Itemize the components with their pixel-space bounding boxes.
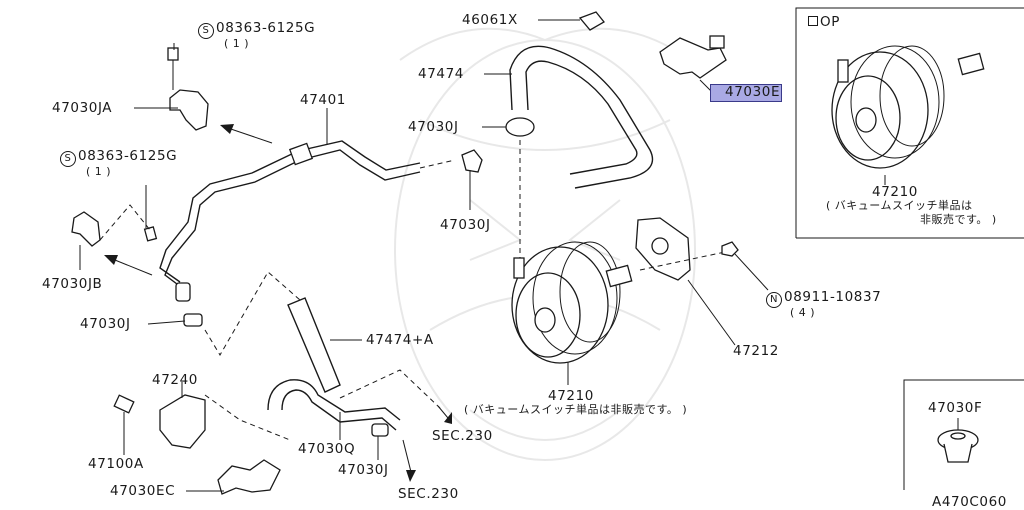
- part-label-47210-main[interactable]: 47210: [548, 388, 594, 404]
- clip-47030ec: [217, 459, 281, 495]
- part-label-47212[interactable]: 47212: [733, 343, 779, 359]
- section-ref-sec230-2[interactable]: SEC.230: [398, 486, 459, 502]
- part-label-47030e-highlighted[interactable]: 47030E: [710, 84, 783, 102]
- part-label-47030j-top[interactable]: 47030J: [408, 119, 459, 135]
- part-label-47030ja[interactable]: 47030JA: [52, 100, 113, 116]
- inset-option-label: OP: [808, 14, 840, 30]
- grommet-47030f: [937, 429, 979, 463]
- part-46061x: [578, 11, 605, 31]
- brake-booster-47210-inset: [831, 45, 985, 185]
- part-label-47030q[interactable]: 47030Q: [298, 441, 356, 457]
- s-mark-icon: S: [198, 23, 214, 39]
- part-label-47030ec[interactable]: 47030EC: [110, 483, 176, 499]
- part-label-47030j-left[interactable]: 47030J: [80, 316, 131, 332]
- clamp-47030ja: [167, 47, 209, 131]
- note-vacuum-switch-inset-2: 非販売です。 ): [920, 213, 997, 226]
- part-label-47030f[interactable]: 47030F: [928, 400, 983, 416]
- note-vacuum-switch-inset-1: ( バキュームスイッチ単品は: [826, 199, 973, 212]
- part-label-47100a[interactable]: 47100A: [88, 456, 144, 472]
- bolt-code-left: 08363-6125G: [78, 148, 178, 164]
- clip-47030j-bottom: [371, 423, 389, 437]
- clamp-47030j-top: [505, 117, 535, 137]
- nut-qty: ( 4 ): [790, 306, 816, 319]
- note-vacuum-switch-main: ( バキュームスイッチ単品は非販売です。 ): [464, 403, 688, 416]
- inset-box-47030f: [903, 379, 1024, 490]
- vacuum-switch-47030e: [659, 35, 727, 79]
- inset-option-text: OP: [820, 14, 840, 30]
- part-label-47474[interactable]: 47474: [418, 66, 464, 82]
- clip-47030j-left: [183, 313, 203, 327]
- bolt-code-top: 08363-6125G: [216, 20, 316, 36]
- bracket-47240: [113, 394, 206, 449]
- section-ref-sec230-1[interactable]: SEC.230: [432, 428, 493, 444]
- bolt-qty-top: ( 1 ): [224, 37, 250, 50]
- clamp-47030j-mid: [461, 149, 483, 173]
- clip-47030j-on-tube: [288, 142, 314, 166]
- clamp-47030jb: [71, 204, 158, 247]
- tube-47401: [159, 140, 421, 302]
- leader-lines: [79, 19, 959, 492]
- option-square-icon: [808, 16, 818, 26]
- part-label-47210-inset[interactable]: 47210: [872, 184, 918, 200]
- tube-end-fitting: [175, 282, 191, 302]
- part-label-47030jb[interactable]: 47030JB: [42, 276, 103, 292]
- part-label-47474a[interactable]: 47474+A: [366, 332, 434, 348]
- n-mark-icon: N: [766, 292, 782, 308]
- diagram-code: A470C060: [932, 494, 1007, 510]
- part-label-47240[interactable]: 47240: [152, 372, 198, 388]
- part-label-47401[interactable]: 47401: [300, 92, 346, 108]
- hose-47474a: [267, 297, 401, 437]
- bolt-qty-left: ( 1 ): [86, 165, 112, 178]
- nut-08911: [721, 241, 739, 257]
- nut-code: 08911-10837: [784, 289, 882, 305]
- brake-booster-47210: [511, 241, 633, 364]
- part-label-47030j-mid[interactable]: 47030J: [440, 217, 491, 233]
- inset-box-option: [795, 7, 1024, 238]
- s-mark-icon: S: [60, 151, 76, 167]
- part-label-47030j-bottom[interactable]: 47030J: [338, 462, 389, 478]
- hose-47474: [509, 45, 654, 189]
- part-label-46061x[interactable]: 46061X: [462, 12, 518, 28]
